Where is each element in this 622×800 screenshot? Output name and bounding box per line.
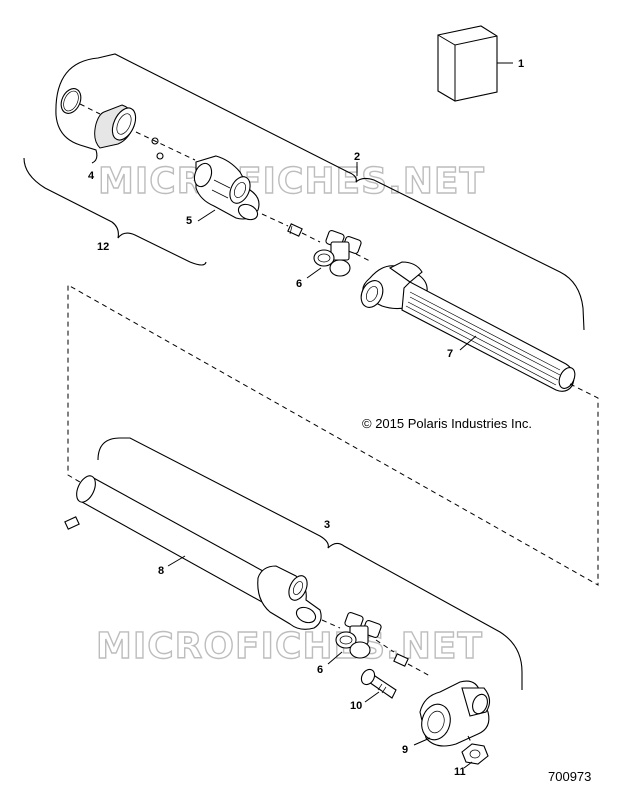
- u-joint-upper: [313, 229, 362, 277]
- leader-7: [459, 335, 477, 351]
- callout-1: 1: [518, 58, 524, 70]
- connection-line: [67, 284, 599, 586]
- leader-8: [167, 555, 186, 567]
- axis-upper-3: [261, 213, 289, 227]
- tube-yoke: [257, 565, 322, 630]
- leader-6-lower: [327, 651, 343, 665]
- axis-lower-1: [321, 619, 341, 629]
- callout-12: 12: [97, 241, 109, 253]
- ball-2: [156, 152, 164, 160]
- callout-8: 8: [158, 565, 164, 577]
- callout-9: 9: [402, 744, 408, 756]
- leader-6-upper: [306, 267, 322, 279]
- callout-6-upper: 6: [296, 278, 302, 290]
- axis-upper-2: [135, 131, 196, 161]
- grease-fitting-lower: [393, 653, 409, 667]
- tube-part-8: [76, 475, 273, 603]
- copyright-text: © 2015 Polaris Industries Inc.: [362, 416, 532, 431]
- leader-10: [364, 691, 380, 703]
- callout-3: 3: [324, 519, 330, 531]
- bolt-part-10: [360, 668, 397, 699]
- axis-lower-4: [467, 735, 473, 745]
- nut-part-11: [461, 743, 489, 765]
- callout-2: 2: [354, 151, 360, 163]
- bracket-part-4: [55, 114, 98, 164]
- seal-ring: [60, 88, 82, 114]
- bracket-assembly-2: [55, 53, 585, 331]
- callout-5: 5: [186, 215, 192, 227]
- callout-4: 4: [88, 170, 95, 182]
- splined-shaft-part-7: [360, 261, 576, 392]
- callout-7: 7: [447, 348, 453, 360]
- axis-upper-4: [301, 232, 321, 243]
- leader-11: [463, 761, 473, 769]
- callout-10: 10: [350, 700, 362, 712]
- axis-lower-3: [407, 663, 431, 677]
- grease-fitting-tube: [64, 516, 80, 530]
- callout-6-lower: 6: [317, 664, 323, 676]
- bracket-assembly-3: [97, 437, 523, 690]
- document-number: 700973: [548, 769, 591, 784]
- box-part-1: [437, 25, 498, 102]
- watermark-lower: MICROFICHES.NET: [96, 626, 483, 667]
- yoke-part-5: [193, 155, 260, 221]
- callout-11: 11: [454, 766, 466, 778]
- u-joint-lower: [335, 611, 382, 659]
- axis-upper-1: [79, 103, 101, 115]
- grease-fitting-upper: [287, 223, 303, 237]
- watermark-upper: MICROFICHES.NET: [98, 161, 485, 202]
- bracket-kit-12: [23, 157, 207, 266]
- axis-upper-5: [355, 253, 373, 263]
- flange-yoke-part-9: [419, 680, 491, 747]
- leader-5: [197, 209, 216, 222]
- bearing-cup: [94, 104, 137, 149]
- axis-lower-2: [375, 639, 395, 653]
- leader-9: [413, 737, 431, 746]
